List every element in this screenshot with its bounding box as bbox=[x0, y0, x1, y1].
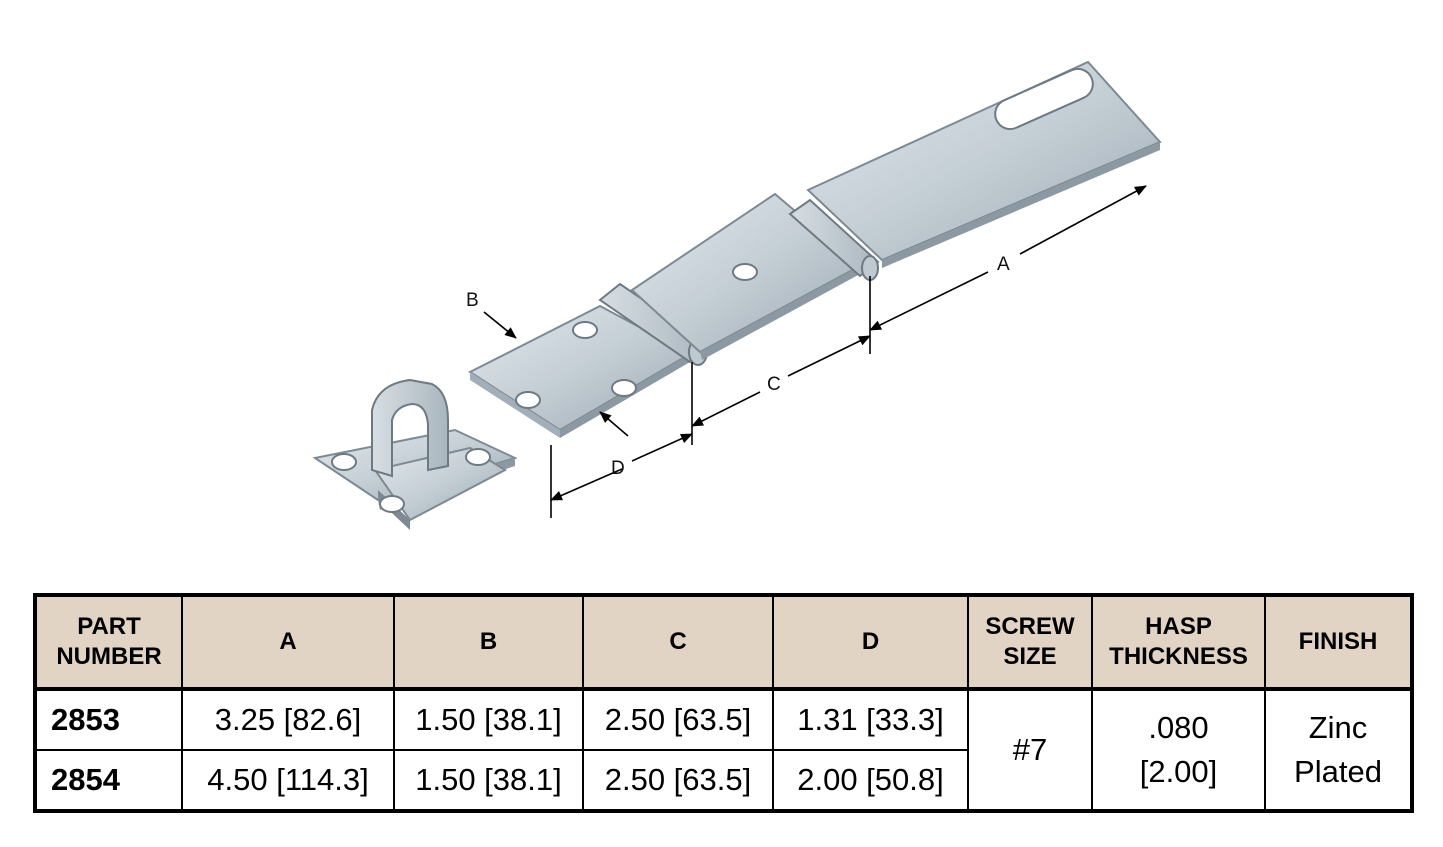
table-row: 2854 4.50 [114.3] 1.50 [38.1] 2.50 [63.5… bbox=[34, 749, 1412, 812]
dimension-b-arrow-bottom bbox=[599, 411, 629, 437]
header-screw-size: SCREW SIZE bbox=[967, 594, 1093, 691]
specifications-table: PART NUMBER A B C D SCREW SIZE HASP THIC… bbox=[33, 593, 1414, 813]
dimension-d-arrow-right bbox=[631, 433, 693, 462]
dimension-b-arrow-top bbox=[483, 311, 517, 339]
header-d: D bbox=[772, 594, 969, 691]
dimension-label-b: B bbox=[466, 290, 479, 311]
dimension-d-arrow-left bbox=[550, 468, 623, 501]
header-b: B bbox=[393, 594, 584, 691]
cell-d: 1.31 [33.3] bbox=[772, 688, 969, 751]
cell-c: 2.50 [63.5] bbox=[582, 688, 774, 751]
header-a: A bbox=[181, 594, 395, 691]
dimension-c-arrow-right bbox=[787, 335, 871, 377]
hasp-slotted-strap bbox=[806, 60, 1162, 268]
cell-screw-size: #7 bbox=[967, 688, 1093, 812]
cell-part-number: 2853 bbox=[34, 688, 183, 751]
hasp-product-drawing: A B C D bbox=[312, 60, 1162, 530]
dimension-a-arrow-right bbox=[1019, 185, 1147, 255]
cell-part-number: 2854 bbox=[34, 749, 183, 812]
header-c: C bbox=[582, 594, 774, 691]
cell-c: 2.50 [63.5] bbox=[582, 749, 774, 812]
cell-b: 1.50 [38.1] bbox=[393, 749, 584, 812]
hasp-base-plate bbox=[467, 304, 693, 438]
staple-part bbox=[312, 378, 518, 530]
hinge-knuckle-2 bbox=[788, 198, 880, 281]
dimension-c-arrow-left bbox=[691, 391, 761, 427]
dimension-label-a: A bbox=[997, 254, 1010, 275]
dimension-a-arrow-left bbox=[869, 271, 989, 331]
table-header-row: PART NUMBER A B C D SCREW SIZE HASP THIC… bbox=[34, 594, 1413, 691]
cell-finish: Zinc Plated bbox=[1264, 688, 1413, 812]
header-finish: FINISH bbox=[1264, 594, 1413, 691]
cell-b: 1.50 [38.1] bbox=[393, 688, 584, 751]
dimension-label-d: D bbox=[611, 458, 625, 479]
header-part-number: PART NUMBER bbox=[34, 594, 183, 691]
hasp-middle-plate bbox=[630, 192, 862, 360]
table-row: 2853 3.25 [82.6] 1.50 [38.1] 2.50 [63.5]… bbox=[34, 688, 1413, 812]
cell-hasp-thickness: .080 [2.00] bbox=[1091, 688, 1266, 812]
cell-a: 4.50 [114.3] bbox=[181, 749, 395, 812]
header-hasp-thickness: HASP THICKNESS bbox=[1091, 594, 1266, 691]
cell-d: 2.00 [50.8] bbox=[772, 749, 969, 812]
dimension-lines bbox=[483, 185, 1147, 518]
cell-a: 3.25 [82.6] bbox=[181, 688, 395, 751]
dimension-label-c: C bbox=[767, 374, 781, 395]
